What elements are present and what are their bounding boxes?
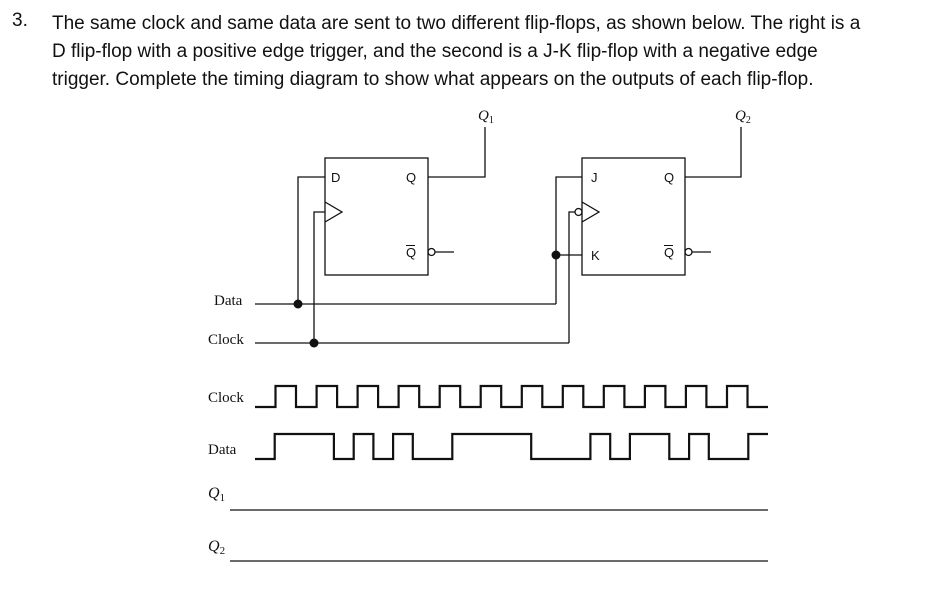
data-input-label: Data xyxy=(214,293,243,309)
jk-data-junction-dot xyxy=(551,250,561,260)
clock-waveform xyxy=(255,384,768,409)
d-flipflop-box xyxy=(324,157,429,276)
jk-j-pin-label: J xyxy=(591,170,598,185)
data-waveform xyxy=(255,432,768,461)
clock-junction-dot xyxy=(309,338,319,348)
jk-q-pin-label: Q xyxy=(664,170,674,185)
d-qbar-bubble xyxy=(427,247,436,257)
timing-q1-label: Q1 xyxy=(208,485,225,504)
clock-input-label: Clock xyxy=(208,332,244,348)
data-to-j-wire xyxy=(555,176,582,304)
question-line-2: D flip-flop with a positive edge trigger… xyxy=(52,41,818,62)
data-to-d-wire xyxy=(297,176,325,304)
question-text: The same clock and same data are sent to… xyxy=(52,10,932,94)
timing-q2-label: Q2 xyxy=(208,538,225,557)
d-q-pin-label: Q xyxy=(406,170,416,185)
d-clock-triangle xyxy=(324,201,344,223)
clock-to-d-wire xyxy=(313,211,325,343)
jk-flipflop-box xyxy=(581,157,686,276)
data-junction-dot xyxy=(293,299,303,309)
jk-k-pin-label: K xyxy=(591,248,600,263)
q2-output-label: Q2 xyxy=(735,108,751,126)
timing-clock-label: Clock xyxy=(208,390,244,406)
question-line-1: The same clock and same data are sent to… xyxy=(52,13,861,34)
d-pin-label: D xyxy=(331,170,340,185)
question-line-3: trigger. Complete the timing diagram to … xyxy=(52,69,814,90)
timing-data-label: Data xyxy=(208,442,237,458)
jk-qbar-pin-label: Q xyxy=(664,245,674,260)
question-number: 3. xyxy=(12,10,28,31)
clock-to-jk-wire xyxy=(568,211,575,343)
q1-output-wire xyxy=(428,127,486,178)
q1-output-label: Q1 xyxy=(478,108,494,126)
jk-clock-triangle xyxy=(581,201,601,223)
jk-clock-bubble xyxy=(574,207,583,217)
jk-qbar-bubble xyxy=(684,247,693,257)
q2-output-wire xyxy=(685,127,742,178)
d-qbar-pin-label: Q xyxy=(406,245,416,260)
